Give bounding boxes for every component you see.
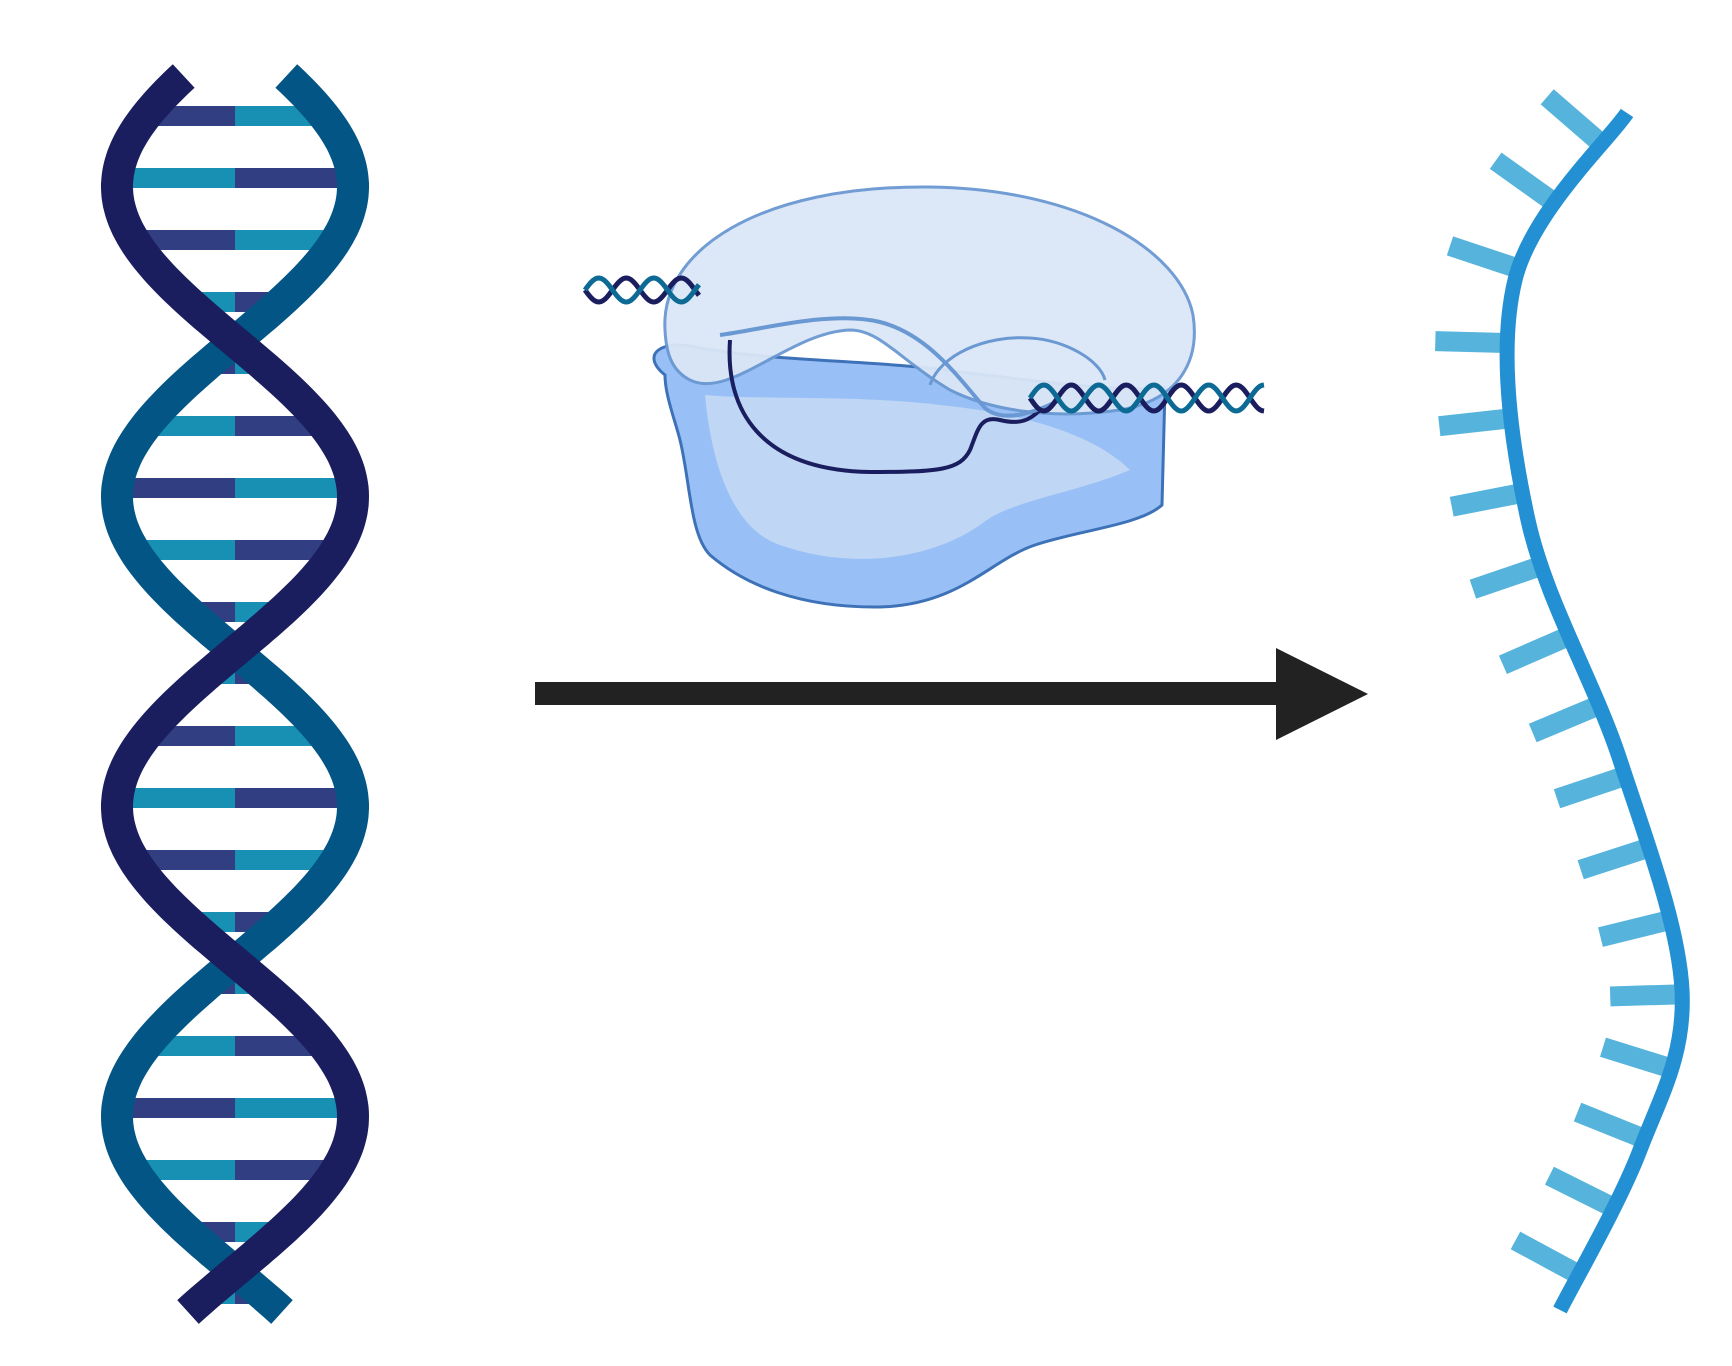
rna-base (1435, 331, 1502, 353)
process-arrow (535, 648, 1368, 740)
rna-base (1540, 89, 1604, 148)
rna-base (1446, 236, 1516, 277)
rna-base (1544, 1166, 1613, 1215)
dna-base-segment (235, 478, 353, 498)
dna-base-segment (235, 168, 353, 188)
dna-strand-teal (100, 64, 369, 1324)
rna-base (1449, 484, 1519, 517)
dna-base-segment (235, 788, 353, 808)
rna-base (1577, 839, 1647, 880)
template-dna-right (1027, 382, 1265, 414)
polymerase-rna-exit (727, 339, 1042, 475)
rna-base (1573, 1102, 1643, 1146)
rna-base (1469, 558, 1539, 599)
template-dna-right-b (1027, 382, 1265, 414)
template-dna-left-b (582, 275, 701, 305)
dna-base-segment (133, 850, 235, 870)
rna-backbone (1499, 108, 1690, 1314)
dna-base-segment (235, 1098, 353, 1118)
rna-base (1600, 1037, 1669, 1077)
rna-base (1528, 698, 1598, 743)
dna-base-segment (235, 850, 337, 870)
dna-base-segment (235, 230, 337, 250)
polymerase-lower-highlight (705, 395, 1130, 559)
rna-base (1510, 1231, 1579, 1281)
rna-polymerase-icon (582, 185, 1265, 609)
dna-base-segment (133, 540, 235, 560)
rna-base (1489, 152, 1556, 208)
dna-base-segment (235, 1160, 337, 1180)
rna-base (1553, 768, 1623, 809)
template-dna-left (582, 275, 701, 305)
polymerase-channel-line (719, 316, 1061, 418)
rna-base (1438, 409, 1507, 437)
dna-base-segment (235, 540, 337, 560)
rna-base (1609, 984, 1677, 1007)
rna-bases (1435, 89, 1677, 1281)
dna-base-segment (117, 168, 235, 188)
rna-base (1598, 911, 1667, 947)
dna-base-segment (117, 1098, 235, 1118)
rna-strand-icon (1435, 89, 1690, 1314)
rna-base (1498, 629, 1568, 674)
dna-base-segment (117, 788, 235, 808)
dna-base-segment (117, 478, 235, 498)
dna-base-segment (133, 1160, 235, 1180)
dna-strand-dark (101, 64, 370, 1324)
dna-double-helix-icon (100, 64, 370, 1324)
dna-base-segment (133, 230, 235, 250)
